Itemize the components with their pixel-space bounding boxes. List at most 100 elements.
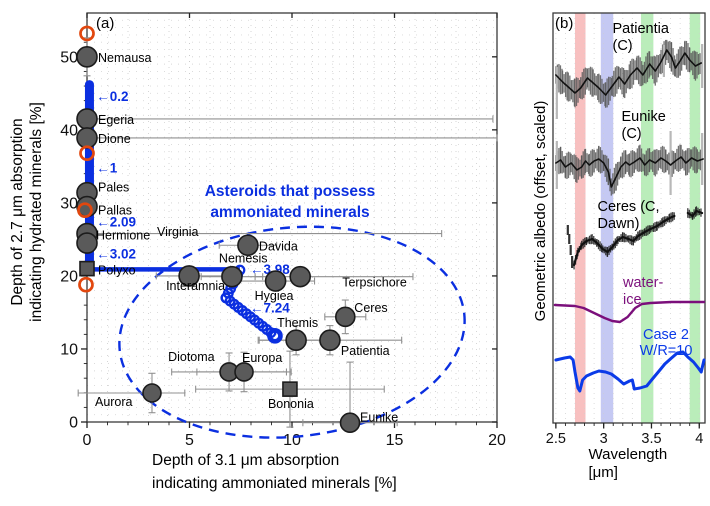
spectrum-water-ice	[553, 300, 706, 324]
label-virginia: Virginia	[157, 225, 199, 239]
x-tick-label: 5	[185, 432, 194, 449]
marker-virginia	[76, 232, 98, 254]
x-tick-label: 20	[488, 432, 506, 449]
panel-a-tag: (a)	[96, 15, 115, 32]
y-tick-label: 10	[60, 341, 78, 358]
panel-b-ticks: 2.5 3 3.5 4	[546, 423, 703, 447]
track-end-marker	[267, 328, 283, 344]
panel-b-tag: (b)	[555, 15, 574, 32]
marker-terpsichore	[289, 265, 312, 288]
panel-b-y-axis-title: Geometric albedo (offset, scaled)	[532, 100, 549, 322]
marker-ceres	[334, 306, 356, 328]
upper-limit-circle	[79, 25, 95, 42]
x-tick-label: 2.5	[546, 431, 566, 447]
label-bononia: Bononia	[268, 397, 314, 411]
annotation-ammoniated: Asteroids that possess ammoniated minera…	[204, 183, 376, 221]
track-chain-marker	[269, 330, 281, 342]
red-open-circles	[77, 25, 95, 293]
label-dione: Dione	[98, 132, 131, 146]
label-nemesis: Nemesis	[219, 252, 268, 266]
spectrum-line-ceres	[572, 214, 676, 267]
marker-davida	[237, 234, 259, 257]
spectrum-label-ceres: Ceres (C, Dawn)	[597, 199, 660, 233]
marker-egeria	[76, 108, 98, 130]
spectrum-eunike	[555, 131, 704, 196]
marker-aurora	[142, 383, 162, 403]
band	[640, 13, 654, 423]
upper-limit-circle	[78, 276, 94, 293]
marker-dione	[76, 127, 98, 149]
panel-b: 2.5 3 3.5 4	[546, 12, 706, 447]
label-ceres: Ceres	[354, 301, 387, 315]
label-polyxo: Polyxo	[98, 264, 136, 278]
panel-b-frame	[552, 12, 706, 424]
track-value-label: ←3.02	[96, 247, 136, 262]
spectrum-line-patientia	[555, 49, 703, 96]
marker-europa	[234, 362, 254, 382]
label-davida: Davida	[259, 239, 298, 253]
x-tick-label: 15	[386, 432, 404, 449]
track-value-label: ←2.09	[96, 214, 136, 229]
spectrum-case-2-w-r-10	[554, 350, 706, 393]
x-tick-label: 3	[600, 431, 608, 447]
y-tick-label: 20	[60, 268, 78, 285]
label-nemausa: Nemausa	[98, 51, 152, 65]
panel-a-x-axis-title: Depth of 3.1 μm absorption indicating am…	[152, 452, 397, 492]
spectrum-line-eunike	[555, 156, 704, 188]
spectrum-line-ceres	[686, 209, 704, 218]
marker-themis	[285, 329, 307, 352]
panel-a-ticks: 0 5 10 15 20 0 10 20 30 40 50	[60, 13, 506, 449]
x-tick-label: 0	[83, 432, 92, 449]
spectrum-ceres	[566, 206, 704, 270]
label-hermione: Hermione	[96, 229, 150, 243]
upper-limit-circle	[79, 145, 95, 162]
ammoniated-ellipse	[118, 225, 466, 439]
marker-interamnia	[178, 265, 200, 287]
spectrum-line-water-ice	[553, 300, 706, 324]
upper-limit-circle	[77, 202, 93, 219]
spectrum-label-water-ice: water-ice	[623, 275, 664, 309]
panel-a-grid	[87, 13, 497, 422]
label-hygiea: Hygiea	[255, 289, 294, 303]
y-tick-label: 40	[60, 122, 78, 139]
label-themis: Themis	[277, 316, 318, 330]
band	[689, 13, 701, 423]
marker-polyxo	[79, 260, 95, 277]
x-tick-label: 4	[695, 431, 703, 447]
label-patientia: Patientia	[341, 344, 390, 358]
x-tick-label: 3.5	[641, 431, 661, 447]
marker-nemesis	[221, 265, 243, 288]
spectrum-label-eunike: Eunike (C)	[621, 109, 666, 143]
marker-patientia	[319, 329, 341, 352]
label-aurora: Aurora	[95, 395, 133, 409]
track-value-label: ←1	[96, 160, 118, 175]
marker-nemausa	[76, 46, 98, 68]
y-tick-label: 50	[60, 49, 78, 66]
label-pales: Pales	[98, 181, 129, 195]
label-egeria: Egeria	[98, 113, 134, 127]
panel-b-x-axis-title: Wavelength [μm]	[588, 446, 668, 481]
label-diotoma: Diotoma	[168, 350, 215, 364]
label-terpsichore: Terpsichore	[342, 276, 407, 290]
spectrum-label-patientia: Patientia (C)	[612, 21, 669, 55]
y-tick-label: 0	[69, 415, 78, 432]
marker-eunike	[339, 412, 361, 434]
spectrum-line-case-2-w-r-10	[554, 350, 706, 393]
band	[574, 13, 586, 423]
marker-bononia	[282, 381, 298, 397]
track-value-label: ←7.24	[250, 301, 290, 316]
track-value-label: ←0.2	[96, 89, 128, 104]
marker-hygiea	[264, 270, 287, 292]
spectrum-label-case2: Case 2 W/R=10	[639, 327, 693, 359]
y-tick-label: 30	[60, 195, 78, 212]
label-eunike: Eunike	[360, 411, 398, 425]
x-tick-label: 10	[283, 432, 301, 449]
label-europa: Europa	[242, 351, 282, 365]
spectrum-patientia	[555, 39, 704, 119]
label-interamnia: Interamnia	[166, 279, 225, 293]
label-pallas: Pallas	[98, 204, 132, 218]
